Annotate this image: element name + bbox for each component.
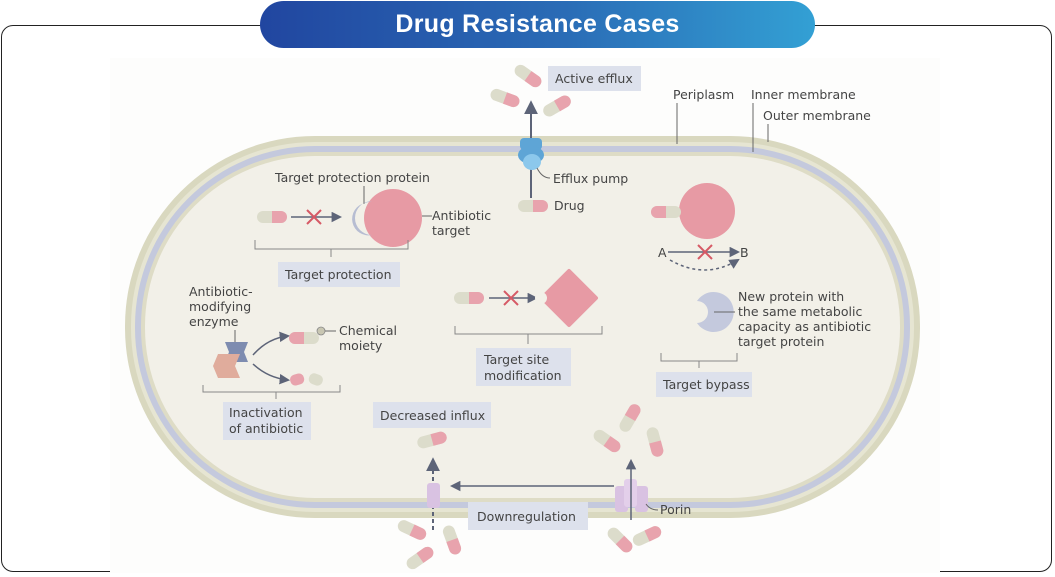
target-site-label-2: modification <box>484 368 562 383</box>
efflux-pump-label: Efflux pump <box>553 171 628 186</box>
drug-capsule <box>541 93 573 119</box>
downregulated-porin-icon <box>427 483 440 508</box>
cleaved-drug-half <box>308 373 323 386</box>
chemical-moiety-icon <box>316 326 326 336</box>
target-bypass-box <box>656 372 752 397</box>
modified-target-icon <box>540 269 598 327</box>
page-title: Drug Resistance Cases <box>395 10 680 38</box>
drug-resistance-diagram: Periplasm Inner membrane Outer membrane … <box>110 58 940 573</box>
chemical-moiety-label-1: Chemical <box>339 323 397 338</box>
active-efflux-group: Active efflux Efflux pump Drug <box>488 62 641 213</box>
inactivation-label-1: Inactivation <box>229 405 303 420</box>
target-site-modification-box <box>476 348 571 386</box>
decreased-influx-box <box>373 402 491 428</box>
drug-capsule <box>488 87 522 109</box>
pathway-b-label: B <box>740 245 749 260</box>
target-protection-protein-label: Target protection protein <box>274 170 430 185</box>
enzyme-label-2: modifying <box>189 299 251 314</box>
enzyme-label-3: enzyme <box>189 314 239 329</box>
periplasm-label: Periplasm <box>673 87 734 102</box>
drug-capsule <box>512 62 544 90</box>
inner-membrane-label: Inner membrane <box>751 87 856 102</box>
drug-capsule <box>518 200 548 212</box>
blocked-cross-icon <box>697 244 713 260</box>
target-site-modification-group: Target site modification <box>454 269 603 386</box>
downregulation-label: Downregulation <box>477 509 576 524</box>
membrane-labels: Periplasm Inner membrane Outer membrane <box>673 87 871 152</box>
active-efflux-label: Active efflux <box>555 71 633 86</box>
cleaved-drug-half <box>290 373 305 386</box>
active-efflux-box <box>548 66 641 91</box>
target-protection-box <box>278 262 400 287</box>
blocked-cross-icon <box>503 290 519 306</box>
title-banner: Drug Resistance Cases <box>260 1 815 48</box>
protection-protein-icon <box>352 201 372 236</box>
antibiotic-target-label-2: target <box>432 223 470 238</box>
target-site-label-1: Target site <box>483 352 550 367</box>
drug-capsule <box>395 518 429 542</box>
target-bypass-group: A B New protein with the same metabolic … <box>651 183 871 397</box>
target-bypass-label: Target bypass <box>662 377 750 392</box>
inactivation-label-2: of antibiotic <box>229 421 303 436</box>
enzyme-partner-icon <box>213 354 240 378</box>
bound-drug-capsule <box>651 206 681 218</box>
inactivation-box <box>223 402 311 440</box>
antibiotic-target-icon <box>679 183 735 239</box>
antibiotic-target-icon <box>364 189 422 247</box>
target-protection-label: Target protection <box>284 267 392 282</box>
efflux-pump-icon <box>518 138 544 170</box>
pathway-a-label: A <box>658 245 667 260</box>
chemical-moiety-label-2: moiety <box>339 338 383 353</box>
drug-capsule <box>630 524 664 548</box>
decreased-influx-group: Decreased influx Downregulation Porin <box>373 402 691 572</box>
drug-capsule <box>441 523 463 557</box>
drug-capsule <box>404 544 436 572</box>
new-protein-label-1: New protein with <box>738 289 844 304</box>
new-protein-label-2: the same metabolic <box>738 304 862 319</box>
blocked-cross-icon <box>306 209 322 225</box>
porin-label: Porin <box>660 502 691 517</box>
drug-capsule <box>257 211 287 223</box>
antibiotic-target-label-1: Antibiotic <box>432 208 491 223</box>
downregulation-box <box>468 502 588 530</box>
target-protection-group: Target protection protein Antibiotic tar… <box>254 170 491 287</box>
modified-drug-capsule <box>289 332 319 344</box>
drug-capsule <box>605 525 635 555</box>
enzyme-label-1: Antibiotic- <box>189 284 253 299</box>
inactivation-group: Antibiotic- modifying enzyme Chemical mo… <box>189 284 397 440</box>
drug-label: Drug <box>554 198 585 213</box>
decreased-influx-label: Decreased influx <box>380 408 485 423</box>
drug-capsule <box>454 292 484 304</box>
new-protein-label-3: capacity as antibiotic <box>738 319 871 334</box>
new-protein-label-4: target protein <box>738 334 824 349</box>
outer-membrane-label: Outer membrane <box>763 108 871 123</box>
